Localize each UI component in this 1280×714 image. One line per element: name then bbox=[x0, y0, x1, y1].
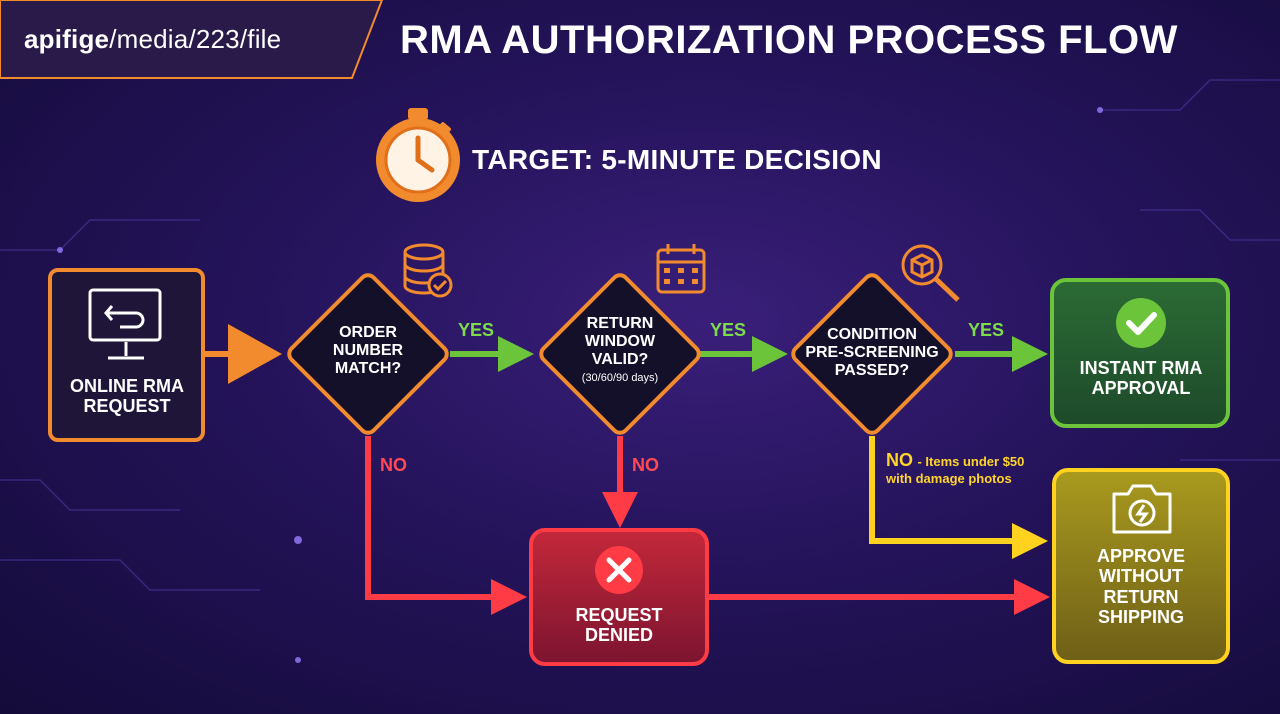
node-noreturn-line3: RETURN bbox=[1103, 586, 1179, 607]
node-return-window bbox=[539, 273, 701, 435]
edge-no3-note-line1: - Items under $50 bbox=[917, 454, 1025, 469]
stopwatch-icon bbox=[376, 108, 460, 202]
camera-icon bbox=[1112, 484, 1172, 534]
brand-breadcrumb: apifige/media/223/file bbox=[24, 24, 281, 55]
node-noreturn-line2: WITHOUT bbox=[1099, 566, 1183, 587]
node-order-line1: ORDER bbox=[339, 324, 397, 341]
edge-order-no bbox=[365, 436, 527, 615]
brand-path: /media/223/file bbox=[109, 24, 282, 54]
node-start-label: ONLINE RMA REQUEST bbox=[52, 376, 202, 417]
node-denied-label: REQUEST DENIED bbox=[533, 605, 705, 646]
edge-label-no-3: NO - Items under $50 with damage photos bbox=[886, 450, 1024, 486]
node-condition-label: CONDITION PRE-SCREENING PASSED? bbox=[802, 326, 942, 380]
node-start-line2: REQUEST bbox=[83, 396, 171, 417]
node-no-return bbox=[1052, 468, 1230, 664]
node-return-window-label: RETURN WINDOW VALID? (30/60/90 days) bbox=[560, 315, 680, 385]
checkmark-icon bbox=[1116, 298, 1166, 348]
glow-dots bbox=[57, 107, 1103, 663]
edge-label-no-1: NO bbox=[380, 455, 407, 475]
x-mark-icon bbox=[595, 546, 643, 594]
edge-no3-prefix: NO bbox=[886, 450, 913, 470]
node-window-line2: WINDOW bbox=[584, 333, 656, 351]
target-label: TARGET: 5-MINUTE DECISION bbox=[472, 144, 882, 175]
node-denied-line2: DENIED bbox=[584, 625, 653, 646]
monitor-return-icon bbox=[88, 288, 162, 360]
node-window-line3: VALID? bbox=[591, 351, 649, 369]
node-approve-label: INSTANT RMA APPROVAL bbox=[1054, 358, 1228, 399]
node-condition-line3: PASSED? bbox=[834, 362, 910, 380]
edge-condition-no bbox=[869, 436, 1048, 559]
node-denied bbox=[529, 528, 709, 666]
edge-label-no-2: NO bbox=[632, 455, 659, 475]
node-no-return-label: APPROVE WITHOUT RETURN SHIPPING bbox=[1056, 546, 1226, 627]
node-order-line3: MATCH? bbox=[334, 360, 402, 378]
calendar-icon bbox=[656, 244, 706, 294]
page-title: RMA AUTHORIZATION PROCESS FLOW bbox=[400, 18, 1178, 62]
edge-no3-note-line2: with damage photos bbox=[886, 471, 1012, 486]
node-order-match bbox=[287, 273, 449, 435]
edge-label-yes-1: YES bbox=[458, 320, 495, 340]
node-noreturn-line1: APPROVE bbox=[1096, 546, 1186, 566]
node-approve-line1: INSTANT RMA bbox=[1079, 358, 1203, 378]
brand-banner bbox=[0, 0, 384, 79]
node-window-line1: RETURN bbox=[586, 315, 654, 332]
node-approve-line2: APPROVAL bbox=[1091, 378, 1191, 399]
node-order-line2: NUMBER bbox=[332, 342, 404, 360]
package-search-icon bbox=[901, 244, 960, 302]
node-approve bbox=[1050, 278, 1230, 428]
node-start-line1: ONLINE RMA bbox=[70, 376, 184, 396]
node-denied-line1: REQUEST bbox=[575, 605, 663, 625]
node-noreturn-line4: SHIPPING bbox=[1097, 606, 1185, 627]
brand-logo-text: apifige bbox=[24, 24, 110, 54]
node-condition bbox=[791, 273, 953, 435]
database-check-icon bbox=[403, 243, 453, 298]
node-condition-line2: PRE-SCREENING bbox=[805, 344, 939, 362]
node-condition-line1: CONDITION bbox=[827, 326, 917, 343]
node-window-note: (30/60/90 days) bbox=[581, 372, 659, 385]
edge-label-yes-3: YES bbox=[968, 320, 1005, 340]
circuit-decoration bbox=[0, 79, 1280, 591]
node-order-match-label: ORDER NUMBER MATCH? bbox=[308, 324, 428, 378]
edge-label-yes-2: YES bbox=[710, 320, 747, 340]
